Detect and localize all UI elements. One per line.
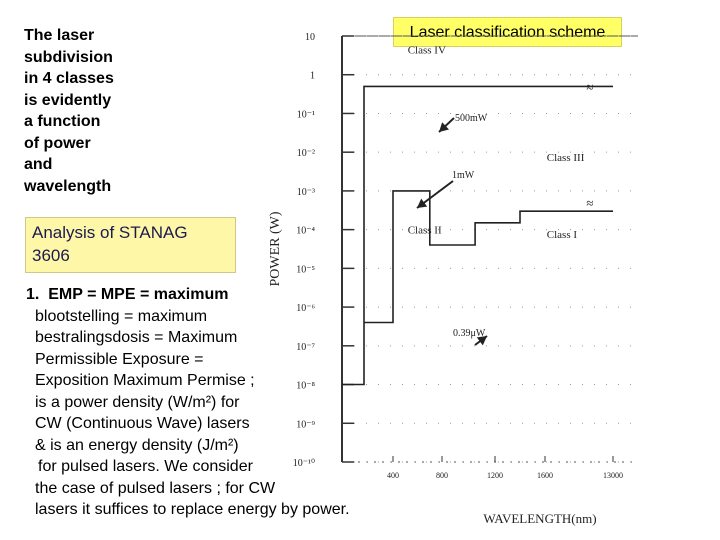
class-label: Class III	[547, 152, 585, 164]
description-line: Permissible Exposure =	[35, 350, 204, 368]
intro-line: of power	[24, 134, 91, 152]
x-tick-label: 400	[387, 471, 399, 480]
analysis-box: Analysis of STANAG 3606	[25, 217, 236, 273]
x-tick-label: 800	[436, 471, 448, 480]
chart-title-box: Laser classification scheme	[393, 17, 622, 47]
analysis-line: Analysis of STANAG	[32, 223, 188, 242]
intro-line: The laser	[24, 27, 95, 44]
intro-text: The laser subdivision in 4 classes is ev…	[24, 25, 144, 197]
description-text: 1. EMP = MPE = maximum blootstelling = m…	[26, 284, 396, 521]
description-line: the case of pulsed lasers ; for CW	[35, 479, 276, 497]
analysis-line: 3606	[32, 246, 70, 265]
description-line: bestralingsdosis = Maximum	[35, 329, 238, 346]
x-tick-label: 1600	[537, 471, 553, 480]
x-axis-label: WAVELENGTH(nm)	[483, 511, 596, 526]
intro-line: wavelength	[24, 177, 112, 195]
y-tick-label: 10⁻⁴	[296, 226, 315, 237]
y-tick-label: 10⁻⁷	[296, 342, 315, 353]
description-line: CW (Continuous Wave) lasers	[35, 415, 250, 432]
laser-class-chart: 10 1 10⁻¹ 10⁻² 10⁻³ 10⁻⁴ 10⁻⁵ 10⁻⁶ 10⁻⁷ 10⁻⁸ 10⁻⁹ 1…	[268, 32, 638, 526]
annotation-label: 1mW	[452, 170, 475, 181]
class-label: Class II	[408, 224, 442, 236]
y-tick-label: 10⁻¹⁰	[293, 458, 315, 469]
boundary-line	[342, 85, 613, 386]
boundary-line	[364, 190, 613, 324]
description-line: lasers it suffices to replace energy by …	[35, 501, 350, 518]
y-tick-label: 10⁻²	[297, 148, 315, 159]
description-line: blootstelling = maximum	[35, 307, 208, 325]
class-label: Class IV	[408, 45, 446, 57]
x-tick-label: 13000	[603, 471, 623, 480]
y-tick-label: 10	[305, 32, 315, 43]
y-tick-label: 10⁻⁸	[296, 381, 315, 392]
class-label: Class I	[547, 229, 578, 241]
annotation-arrowhead	[417, 198, 428, 208]
annotation-label: 0.39μW	[453, 328, 486, 339]
description-line: & is an energy density (J/m²)	[35, 436, 239, 454]
y-tick-label: 10⁻⁶	[296, 303, 315, 314]
list-number: 1.	[26, 286, 40, 303]
description-line: for pulsed lasers. We consider	[38, 458, 253, 475]
y-tick-label: 10⁻⁵	[296, 264, 315, 275]
y-tick-label: 10⁻³	[297, 187, 315, 198]
y-tick-label: 10⁻⁹	[296, 419, 315, 430]
annotation-arrowhead	[476, 336, 487, 346]
intro-line: subdivision	[24, 48, 113, 66]
description-line: Exposition Maximum Permise ;	[35, 372, 255, 389]
x-tick-label: 1200	[487, 471, 503, 480]
intro-line: and	[24, 156, 53, 173]
description-line: EMP = MPE = maximum	[48, 286, 229, 303]
annotation-label: 500mW	[455, 113, 488, 124]
y-tick-label: 1	[310, 71, 315, 82]
annotation-arrowhead	[439, 122, 449, 132]
intro-line: a function	[24, 113, 101, 130]
description-line: is a power density (W/m²) for	[35, 393, 240, 411]
y-axis-label: POWER (W)	[268, 211, 283, 286]
intro-line: is evidently	[24, 91, 112, 109]
axis-break-mark: ≈	[586, 196, 593, 211]
intro-line: in 4 classes	[24, 70, 114, 87]
y-tick-label: 10⁻¹	[297, 109, 315, 120]
